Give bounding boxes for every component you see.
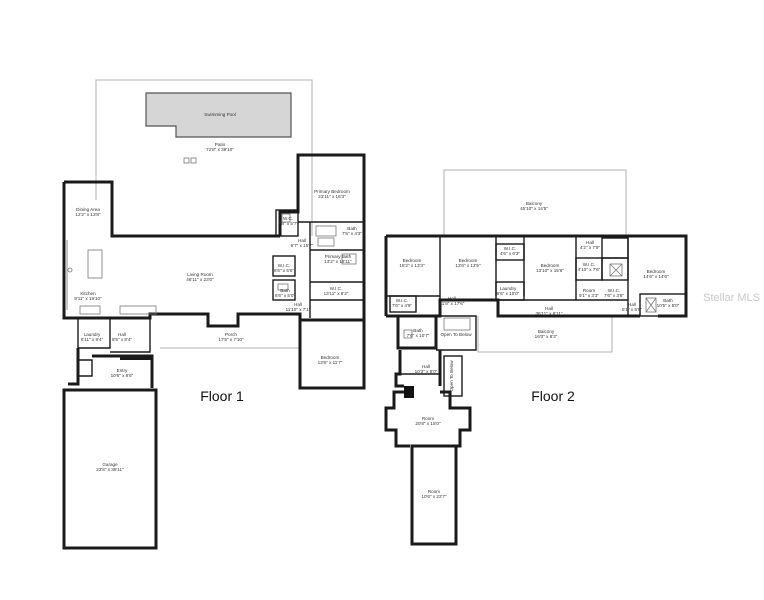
label-wic5: W.I.C.7'6" x 3'8" <box>604 288 624 298</box>
patio-outline <box>95 79 313 236</box>
wall-hall4 <box>601 237 629 259</box>
stair-wall <box>120 357 152 360</box>
label-pool: Swimming Pool <box>204 112 236 117</box>
label-wic1: W.I.C.13'11" x 6'2" <box>324 286 349 296</box>
label-wc2: W.I.C.6'6" x 5'6" <box>274 263 294 273</box>
wall-wc2 <box>272 255 296 277</box>
floor1-title: Floor 1 <box>200 388 244 404</box>
label-open-below-1: Open To Below <box>440 332 472 337</box>
wall-wic2 <box>495 243 525 261</box>
bath-fixtures <box>277 213 357 291</box>
wall-hall8-w <box>394 350 404 388</box>
wall-laundry <box>77 318 111 349</box>
label-wc1: W.C.4'8" x 5'7" <box>278 216 298 226</box>
wall-south-living <box>110 312 302 328</box>
wall-bedroom1 <box>298 318 366 390</box>
kitchen-fixtures <box>66 240 157 315</box>
wall-west <box>62 182 110 320</box>
wall-entry-w <box>68 348 80 386</box>
label-open-below-2: Open To Below <box>449 360 454 392</box>
wall-room2-e <box>440 390 472 448</box>
wall-bath2 <box>272 279 296 301</box>
wall-closet <box>78 359 93 377</box>
label-wic4: W.I.C.7'6" x 4'9" <box>392 298 412 308</box>
wall-hall3 <box>110 317 151 353</box>
wall-f2-north <box>386 234 688 318</box>
wall-primary-suite <box>278 153 366 320</box>
wall-wc1 <box>275 209 299 237</box>
label-wic3: W.I.C.4'10" x 7'6" <box>578 262 601 272</box>
f2-fixtures <box>403 263 657 339</box>
wall-living-north <box>64 180 280 238</box>
floor2-title: Floor 2 <box>531 388 575 404</box>
wall-open-below-2 <box>443 355 463 397</box>
watermark-logo: Stellar MLS <box>703 292 760 304</box>
wall-room2-w <box>384 390 410 448</box>
wall-room3 <box>410 444 458 546</box>
label-wic2: W.I.C.4'6" x 6'3" <box>500 246 520 256</box>
wall-bath4 <box>396 314 438 350</box>
patio-table <box>183 157 197 164</box>
floor2-plan <box>384 169 688 546</box>
wall-f2-south <box>386 298 640 318</box>
balcony2-outline <box>477 316 613 353</box>
wall-bath3 <box>639 293 687 317</box>
swimming-pool-shape <box>145 92 292 138</box>
wall-open-below-1 <box>436 315 477 351</box>
chimney-block <box>404 386 414 398</box>
balcony1-outline <box>443 169 627 236</box>
wall-entry <box>92 354 154 388</box>
floor1-plan <box>62 79 366 550</box>
